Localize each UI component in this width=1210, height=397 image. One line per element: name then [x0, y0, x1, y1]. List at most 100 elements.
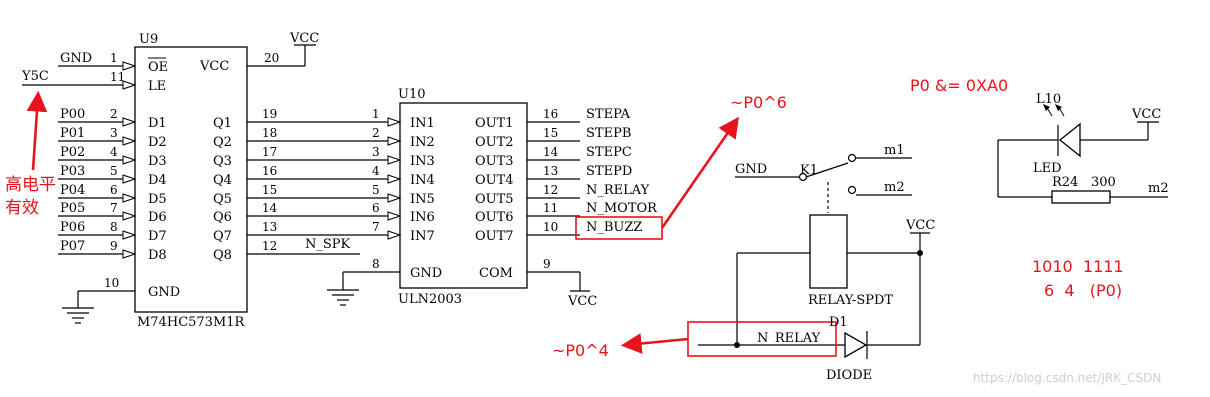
u9-net-label: P00: [60, 107, 85, 122]
led-m2-label: m2: [1148, 181, 1169, 196]
u9-pin-num: 5: [110, 164, 118, 178]
annotation-p0-and: P0 &= 0XA0: [910, 76, 1008, 95]
u10-in-num: 5: [372, 183, 380, 197]
u9-pin-num: 7: [110, 201, 118, 215]
u9-chip: U9 M74HC573M1R 20 VCC VCC 10 GND: [62, 31, 319, 330]
u10-out-net: STEPA: [586, 107, 631, 122]
u9-pin-num: 11: [110, 70, 125, 84]
u10-chip: U10 ULN2003 8 GND 9 COM VCC: [327, 87, 597, 309]
u9-pin-num: 19: [262, 107, 277, 121]
u9-pin-name: D8: [148, 248, 167, 263]
u9-net-label: P03: [60, 164, 85, 179]
u9-net-label: P07: [60, 239, 85, 254]
u9-pin-name: D6: [148, 210, 167, 225]
u9-pin-num: 8: [110, 220, 118, 234]
led-circuit: L10 VCC LED R24 300 m2: [997, 92, 1169, 204]
u9-pin-num: 6: [110, 183, 118, 197]
u9-gnd-pin-num: 10: [104, 276, 119, 290]
u10-in-name: IN3: [410, 154, 435, 169]
u10-out-num: 13: [543, 164, 558, 178]
led-vcc-label: VCC: [1131, 107, 1161, 122]
u9-pin-name: OE: [148, 60, 168, 75]
annotation-bit-positions: 6 4 (P0): [1044, 281, 1122, 300]
u9-gnd-pin-name: GND: [148, 285, 180, 300]
diode-part: DIODE: [826, 368, 872, 383]
u10-out-num: 12: [543, 183, 558, 197]
n-spk-label: N_SPK: [305, 237, 351, 252]
relay-part: RELAY-SPDT: [808, 293, 893, 308]
relay-net-label: N_RELAY: [757, 331, 821, 346]
u10-in-name: IN2: [410, 135, 435, 150]
annotation-high-level-line1: 高电平: [5, 175, 56, 195]
u9-pin-num: 4: [110, 145, 118, 159]
u10-out-name: OUT3: [475, 154, 514, 169]
u9-net-label: P01: [60, 126, 85, 141]
u10-in-name: IN5: [410, 192, 435, 207]
u10-out-num: 11: [543, 201, 558, 215]
u9-pin-name: Q1: [213, 116, 232, 131]
u10-in-num: 2: [372, 126, 380, 140]
u9-pin-name: Q3: [213, 154, 232, 169]
high-level-arrow: [26, 90, 48, 171]
relay-coil: [809, 214, 848, 289]
u9-net-label: Y5C: [21, 69, 49, 84]
u9-pin-name: D3: [148, 154, 167, 169]
u10-in-name: IN4: [410, 173, 435, 188]
u10-com-vcc-label: VCC: [567, 294, 597, 309]
u9-pin-num: 18: [262, 126, 277, 140]
resistor-ref: R24: [1052, 175, 1078, 190]
annotations: 高电平 有效 ~P0^6 ~P0^4 P0 &= 0XA0 1010 1111 …: [5, 76, 1124, 360]
u10-out-net: N_RELAY: [586, 183, 650, 198]
u10-out-net: N_MOTOR: [586, 201, 658, 216]
u9-pin-num: 14: [262, 201, 278, 215]
u10-part: ULN2003: [398, 292, 462, 307]
u9-pin-name: Q5: [213, 192, 232, 207]
u9-left-pins: 1OEGND11LEY5C2D1P003D2P014D3P025D4P036D5…: [21, 51, 168, 263]
u9-pin-num: 13: [262, 220, 277, 234]
annotation-high-level-line2: 有效: [5, 198, 39, 218]
u9-net-label: GND: [60, 51, 92, 66]
relay-m1-label: m1: [884, 143, 905, 158]
u9-net-label: P05: [60, 201, 85, 216]
u9-pin-num: 16: [262, 164, 277, 178]
p0-xor6-arrow: [660, 116, 739, 229]
u9-pin-num: 17: [262, 145, 277, 159]
u9-pin-name: D5: [148, 192, 167, 207]
u10-in-name: IN1: [410, 116, 435, 131]
u10-in-name: IN6: [410, 210, 435, 225]
u10-in-num: 4: [372, 164, 380, 178]
u10-out-name: OUT4: [475, 173, 514, 188]
u10-com-pin-name: COM: [479, 266, 513, 281]
u9-pin-name: Q2: [213, 135, 232, 150]
u9-pin-name: Q8: [213, 248, 232, 263]
u9-net-label: P04: [60, 183, 85, 198]
u9-vcc-pin-num: 20: [264, 51, 279, 65]
u9-vcc-pin-name: VCC: [199, 59, 229, 74]
u10-in-num: 6: [372, 201, 380, 215]
relay-m2-label: m2: [884, 180, 905, 195]
watermark: https://blog.csdn.net/JRK_CSDN: [973, 371, 1161, 385]
u10-out-net: N_BUZZ: [586, 220, 642, 235]
u9-part: M74HC573M1R: [137, 315, 246, 330]
u10-out-name: OUT2: [475, 135, 514, 150]
u9-pin-name: Q4: [213, 173, 232, 188]
u10-out-num: 14: [543, 145, 559, 159]
diode-ref: D1: [829, 315, 848, 330]
u9-pin-num: 15: [262, 183, 277, 197]
u9-pin-name: LE: [148, 79, 166, 94]
u9-pin-name: Q7: [213, 229, 232, 244]
u9-net-label: P02: [60, 145, 85, 160]
relay-vcc-label: VCC: [905, 218, 935, 233]
u10-out-net: STEPC: [586, 145, 632, 160]
annotation-p0-xor6: ~P0^6: [730, 93, 787, 112]
u10-in-num: 1: [372, 107, 380, 121]
u10-out-num: 10: [543, 220, 558, 234]
u10-gnd-pin-name: GND: [410, 266, 442, 281]
u9-net-label: P06: [60, 220, 85, 235]
u10-body: [399, 102, 528, 289]
